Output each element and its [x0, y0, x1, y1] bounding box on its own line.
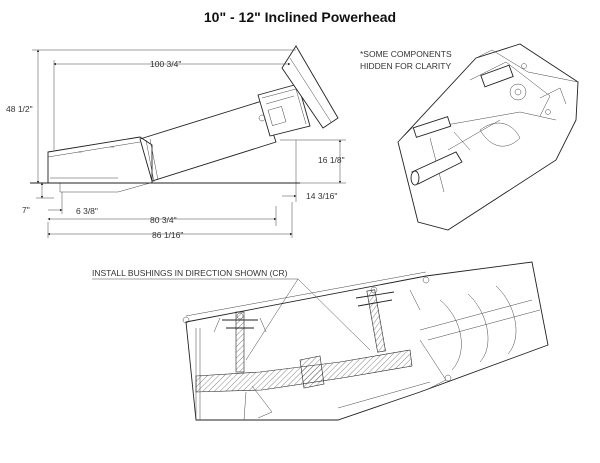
side-view [30, 45, 346, 238]
isometric-detail [397, 43, 579, 231]
diagram-title: 10" - 12" Inclined Powerhead [203, 9, 397, 25]
dim-height: 48 1/2" [6, 104, 33, 114]
dim-base-length-1: 80 3/4" [150, 215, 177, 225]
note-bushings: INSTALL BUSHINGS IN DIRECTION SHOWN (CR) [92, 268, 288, 278]
powerhead-box [257, 83, 311, 137]
dim-right-height: 16 1/8" [318, 155, 345, 165]
dim-left-offset: 6 3/8" [76, 206, 98, 216]
dim-base-length-2: 86 1/16" [152, 230, 183, 240]
dim-overall-length: 100 3/4" [150, 59, 181, 69]
auger-tube [139, 100, 277, 182]
section-view [92, 261, 549, 421]
note-hidden-line1: *SOME COMPONENTS [360, 49, 452, 59]
motor-plate [281, 45, 339, 129]
dim-right-offset: 14 3/16" [306, 191, 337, 201]
note-hidden-line2: HIDDEN FOR CLARITY [360, 61, 451, 71]
dim-left-height: 7" [22, 205, 30, 215]
inlet-hopper [47, 136, 153, 184]
